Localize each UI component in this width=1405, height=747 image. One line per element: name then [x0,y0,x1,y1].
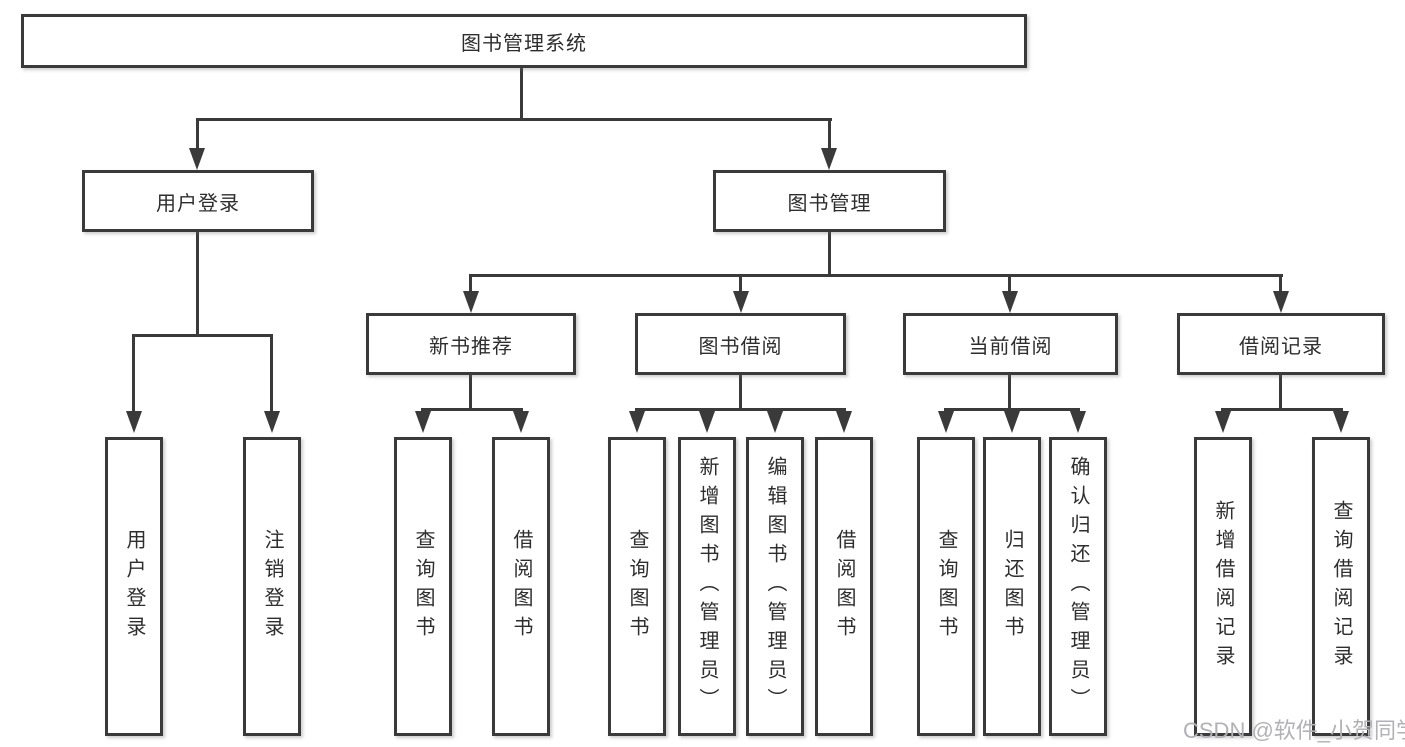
node-borrow-records: 借阅记录 [1177,313,1385,375]
arrow-down-icon [821,148,837,170]
node-new-book-rec-label: 新书推荐 [429,335,513,358]
leaf-add-book-admin: 新增图书（管理员） [678,437,736,736]
connector-vline [520,68,523,118]
arrow-down-icon [699,411,715,433]
arrow-down-icon [1215,411,1231,433]
leaf-borrow-book-rec: 借阅图书 [492,437,550,736]
connector-vline [1279,375,1282,410]
leaf-query-book-current-label: 查询图书 [935,528,957,645]
arrow-down-icon [189,148,205,170]
arrow-down-icon [513,411,529,433]
connector-vline [132,334,135,412]
leaf-query-book-borrow-label: 查询图书 [626,528,648,645]
leaf-user-login-label: 用户登录 [123,528,145,645]
leaf-return-book: 归还图书 [983,437,1041,736]
leaf-query-book-rec-label: 查询图书 [412,528,434,645]
leaf-query-borrow-record: 查询借阅记录 [1312,437,1370,736]
connector-hline [469,274,1283,277]
node-current-borrow: 当前借阅 [903,313,1118,375]
leaf-add-borrow-record-label: 新增借阅记录 [1212,499,1234,674]
leaf-query-book-current: 查询图书 [917,437,975,736]
connector-vline [469,375,472,410]
arrow-down-icon [1004,411,1020,433]
arrow-down-icon [836,411,852,433]
leaf-query-book-rec: 查询图书 [394,437,452,736]
leaf-query-borrow-record-label: 查询借阅记录 [1330,499,1352,674]
arrow-down-icon [463,291,479,313]
node-root-label: 图书管理系统 [461,32,587,55]
node-current-borrow-label: 当前借阅 [968,335,1053,358]
connector-vline [1008,375,1011,410]
connector-vline [739,375,742,410]
connector-vline [739,274,742,293]
node-book-borrow: 图书借阅 [635,313,846,375]
node-root: 图书管理系统 [21,14,1027,68]
arrow-down-icon [1070,411,1086,433]
watermark: CSDN @软件_小贺同学 [1183,718,1405,743]
connector-hline [635,408,846,411]
leaf-query-book-borrow: 查询图书 [608,437,666,736]
node-user-login-label: 用户登录 [156,192,240,215]
connector-hline [421,408,523,411]
leaf-borrow-book-rec-label: 借阅图书 [510,528,532,645]
arrow-down-icon [1273,291,1289,313]
arrow-down-icon [938,411,954,433]
connector-hline [1221,408,1343,411]
node-new-book-rec: 新书推荐 [366,313,576,375]
arrow-down-icon [264,411,280,433]
leaf-borrow-book-label: 借阅图书 [833,528,855,645]
arrow-down-icon [1333,411,1349,433]
leaf-edit-book-admin: 编辑图书（管理员） [746,437,804,736]
node-book-mgmt-label: 图书管理 [787,192,872,215]
connector-hline [132,334,273,337]
connector-vline [828,232,831,276]
connector-vline [270,334,273,412]
connector-hline [944,408,1080,411]
arrow-down-icon [629,411,645,433]
node-book-mgmt: 图书管理 [713,170,946,232]
connector-hline [196,118,832,121]
leaf-add-borrow-record: 新增借阅记录 [1194,437,1252,736]
leaf-user-login: 用户登录 [105,437,163,736]
arrow-down-icon [1002,291,1018,313]
arrow-down-icon [126,411,142,433]
leaf-return-book-label: 归还图书 [1001,528,1023,645]
leaf-add-book-admin-label: 新增图书（管理员） [696,456,718,717]
arrow-down-icon [733,291,749,313]
arrow-down-icon [415,411,431,433]
arrow-down-icon [767,411,783,433]
node-book-borrow-label: 图书借阅 [698,335,783,358]
node-borrow-records-label: 借阅记录 [1239,335,1323,358]
connector-vline [469,274,472,293]
connector-vline [196,232,199,335]
leaf-logout-label: 注销登录 [261,528,283,645]
leaf-borrow-book: 借阅图书 [815,437,873,736]
connector-vline [828,118,831,150]
leaf-edit-book-admin-label: 编辑图书（管理员） [764,456,786,717]
connector-vline [196,118,199,150]
connector-vline [1008,274,1011,293]
leaf-confirm-return-admin: 确认归还（管理员） [1049,437,1107,736]
leaf-confirm-return-admin-label: 确认归还（管理员） [1067,456,1089,717]
leaf-logout: 注销登录 [243,437,301,736]
connector-vline [1279,274,1282,293]
node-user-login: 用户登录 [82,170,314,232]
